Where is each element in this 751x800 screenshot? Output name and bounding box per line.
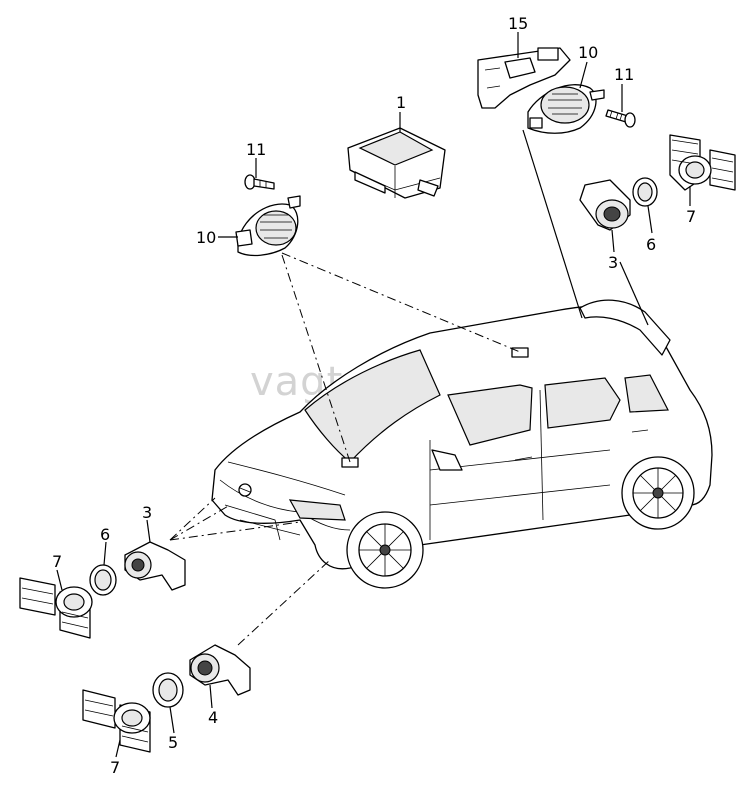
screw-top	[605, 109, 636, 128]
label-7-bottom: 7	[110, 758, 120, 777]
sensor-bottom	[189, 644, 251, 696]
label-3-right: 3	[608, 253, 618, 272]
sensor-bracket-right	[669, 134, 736, 191]
label-leaders	[56, 32, 691, 758]
sensor-left	[124, 541, 186, 591]
label-3-left: 3	[142, 503, 152, 522]
label-6-right: 6	[646, 235, 656, 254]
control-unit	[347, 127, 446, 199]
label-4: 4	[208, 708, 218, 727]
leader-lines	[169, 129, 649, 646]
part-labels: 15 10 11 1 11 10 7 6 3 3 6 7 4 5 7	[52, 14, 696, 777]
buzzer-top	[527, 84, 605, 134]
label-7-left: 7	[52, 552, 62, 571]
sensor-bracket-bottom	[82, 689, 151, 753]
label-1: 1	[396, 93, 406, 112]
car-body	[211, 299, 713, 589]
label-6-left: 6	[100, 525, 110, 544]
screw-left	[244, 174, 275, 190]
label-7-right: 7	[686, 207, 696, 226]
sensor-ring-left	[89, 564, 117, 596]
label-10-top: 10	[578, 43, 598, 62]
label-11-left: 11	[246, 140, 266, 159]
sensor-ring-right	[632, 177, 658, 207]
label-11-top: 11	[614, 65, 634, 84]
label-10-left: 10	[196, 228, 216, 247]
sensor-ring-bottom	[152, 672, 184, 708]
label-15: 15	[508, 14, 528, 33]
sensor-bracket-left	[19, 577, 93, 639]
label-5: 5	[168, 733, 178, 752]
sensor-right	[579, 179, 631, 231]
bracket	[477, 47, 571, 109]
buzzer-left	[235, 195, 301, 257]
